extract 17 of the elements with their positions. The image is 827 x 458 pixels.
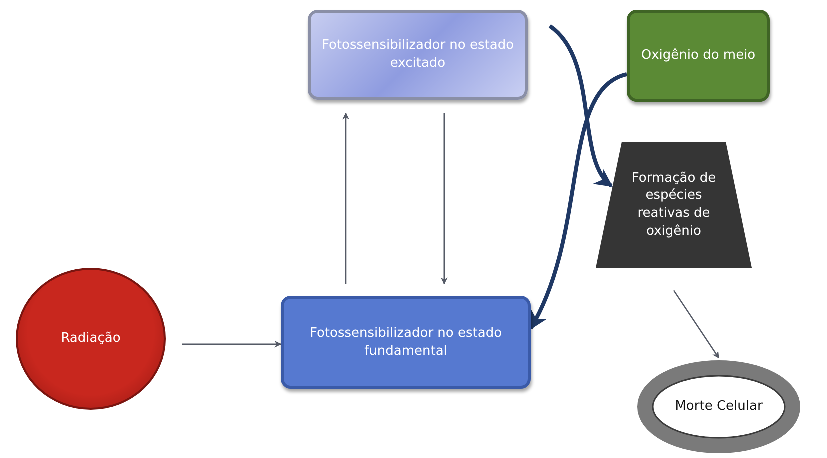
process-box — [308, 10, 528, 100]
arrow — [673, 290, 720, 359]
arrow — [440, 114, 448, 285]
arrow — [342, 112, 350, 284]
node-label: Radiação — [61, 330, 121, 348]
node-label: Fotossensibilizador no estado fundamental — [308, 324, 504, 360]
curved-arrow — [529, 72, 628, 330]
node-label: Oxigênio do meio — [641, 47, 756, 65]
arrow — [182, 340, 282, 348]
node-label: Fotossensibilizador no estado excitado — [320, 37, 516, 73]
node-label: Morte Celular — [675, 398, 763, 416]
process-box — [281, 296, 531, 389]
node-label: Formação de espécies reativas de oxigênio — [630, 170, 718, 240]
process-trapezoid — [596, 142, 752, 268]
process-ring — [637, 360, 801, 454]
curved-arrow — [548, 24, 614, 188]
process-box — [627, 10, 770, 102]
